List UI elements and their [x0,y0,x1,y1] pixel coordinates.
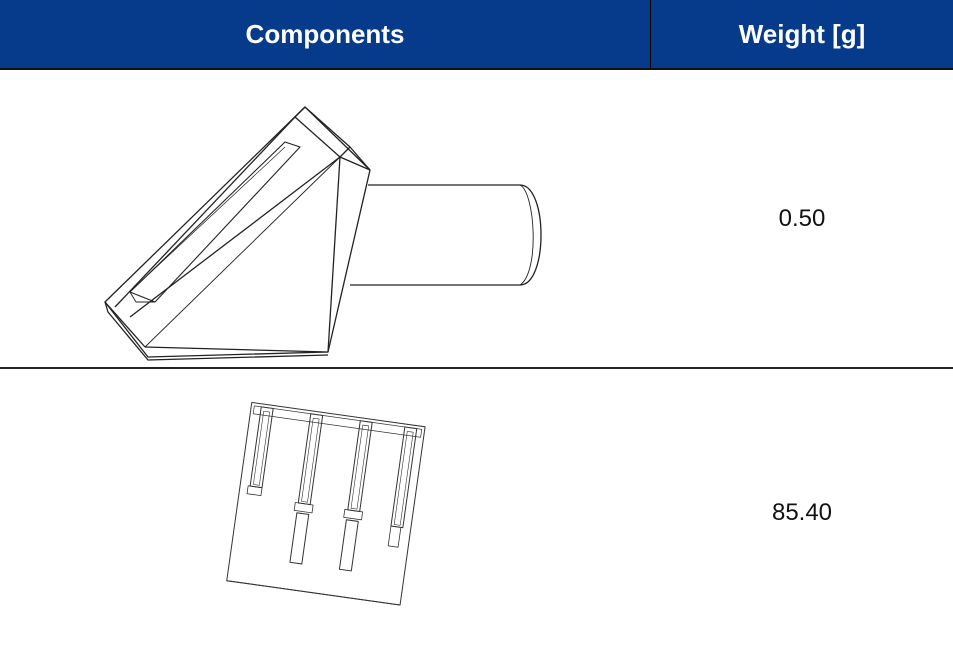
table-row: 85.40 [0,369,953,656]
header-divider [650,0,651,68]
weight-value: 0.50 [778,204,826,232]
prism-mount-icon [100,102,550,361]
row-divider [0,367,953,369]
header-weight: Weight [g] [738,18,866,49]
table-row: 0.50 [0,70,953,367]
weight-value: 85.40 [771,498,833,526]
table-header: Components Weight [g] [0,0,953,70]
comb-bracket-icon [212,399,442,629]
header-components: Components [245,18,405,49]
